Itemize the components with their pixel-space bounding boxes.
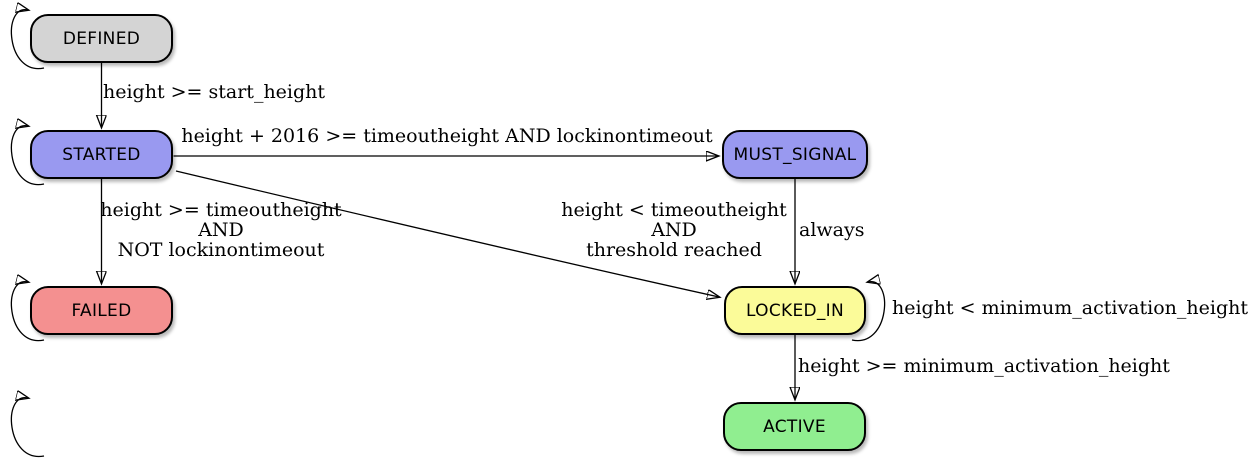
self-loop-active xyxy=(10,398,45,457)
state-node-must-signal: MUST_SIGNAL xyxy=(722,130,868,179)
state-node-failed: FAILED xyxy=(30,286,173,335)
edge-label-locked-in-to-active: height >= minimum_activation_height xyxy=(798,355,1170,377)
state-node-started: STARTED xyxy=(30,130,173,179)
edge-label-started-to-must-signal: height + 2016 >= timeoutheight AND locki… xyxy=(181,125,713,147)
edge-label-defined-to-started: height >= start_height xyxy=(103,81,326,103)
edge-label-locked-in-self-loop: height < minimum_activation_height xyxy=(892,297,1248,319)
self-loop-failed xyxy=(10,282,45,342)
state-node-active: ACTIVE xyxy=(723,402,866,451)
self-loop-started xyxy=(10,126,45,186)
edge-started-to-locked-in xyxy=(175,170,719,297)
edge-label-must-signal-to-locked-in: always xyxy=(799,219,865,241)
self-loop-defined xyxy=(10,10,45,70)
self-loop-locked-in xyxy=(851,282,886,342)
edge-label-started-to-locked-in: height < timeoutheight AND threshold rea… xyxy=(561,199,787,261)
state-node-locked-in: LOCKED_IN xyxy=(724,286,866,335)
state-node-defined: DEFINED xyxy=(30,14,173,63)
edge-label-started-to-failed: height >= timeoutheight AND NOT lockinon… xyxy=(100,199,342,261)
